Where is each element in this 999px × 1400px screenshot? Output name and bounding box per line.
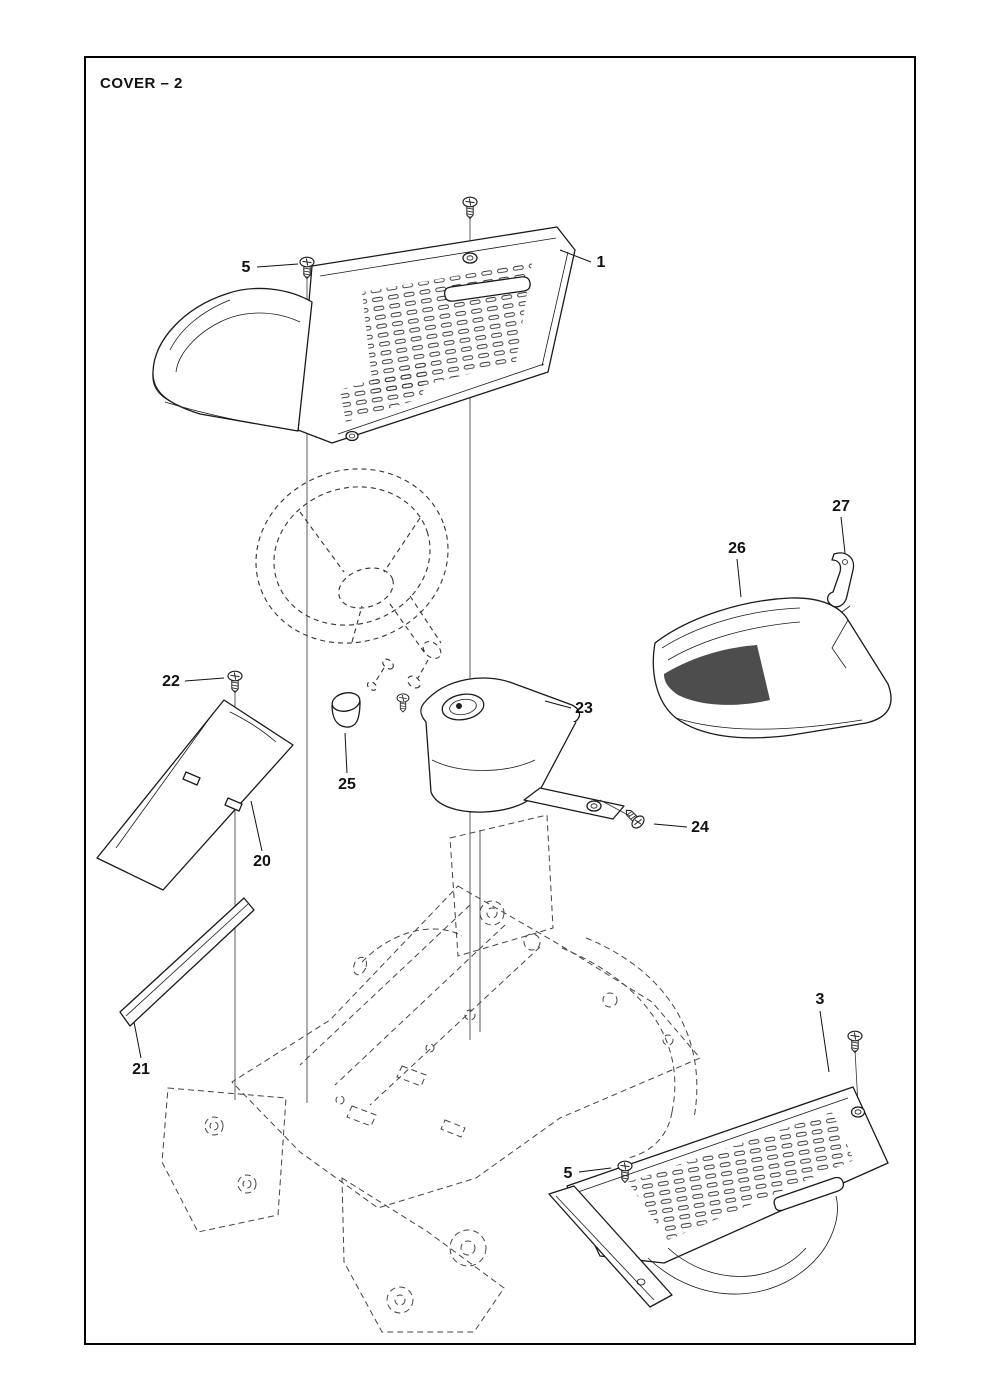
perforation-area	[628, 1112, 854, 1240]
mount-slot	[224, 797, 243, 812]
leader-lines	[133, 249, 846, 1173]
callout-25: 25	[338, 776, 356, 793]
page-border	[84, 56, 916, 1345]
callout-26: 26	[728, 540, 746, 557]
page-title: COVER – 2	[100, 75, 183, 92]
screw-top	[462, 196, 478, 220]
screw-hole	[636, 1278, 646, 1286]
chassis-frame-reference	[161, 814, 701, 1333]
edge-trim	[548, 1185, 673, 1308]
part-26-rear-cover	[652, 597, 892, 739]
handle-slot	[443, 276, 531, 302]
key-slot	[456, 703, 462, 709]
part-27-clip-bracket	[826, 552, 855, 613]
callout-22: 22	[162, 673, 180, 690]
fasteners	[227, 196, 863, 1184]
part-20-side-panel	[96, 699, 294, 891]
callout-23: 23	[575, 700, 593, 717]
callout-1: 1	[597, 254, 606, 271]
callout-labels: 5 1 22 25 20 21 23 24 26 27 3 5	[132, 254, 850, 1182]
screw-hole	[462, 252, 478, 264]
callout-5-top: 5	[242, 259, 251, 276]
screw-24	[620, 804, 647, 831]
part-23-console-cover	[420, 677, 625, 820]
callout-21: 21	[132, 1061, 150, 1078]
perforation-area	[362, 263, 532, 398]
handle-slot	[773, 1176, 845, 1212]
perforation-area-2	[340, 362, 428, 422]
callout-20: 20	[253, 853, 271, 870]
mount-slot	[182, 771, 201, 786]
part-21-trim-strip	[119, 897, 255, 1027]
screw-22	[227, 670, 243, 694]
steering-wheel-reference	[255, 468, 449, 691]
part-1-footrest-cover	[152, 226, 576, 444]
callout-5-bottom: 5	[564, 1165, 573, 1182]
recess-shadow	[664, 645, 770, 705]
part-25-cap	[331, 692, 361, 728]
screw-hole	[345, 430, 359, 442]
fender-dome	[152, 287, 313, 432]
screw-hole	[850, 1106, 866, 1118]
mount-flange	[523, 787, 625, 820]
screw-hole	[586, 800, 602, 812]
callout-3: 3	[816, 991, 825, 1008]
screw-console	[396, 693, 410, 713]
callout-27: 27	[832, 498, 850, 515]
callout-24: 24	[691, 819, 709, 836]
screw-3	[847, 1030, 863, 1054]
part-3-footrest-cover	[548, 1086, 889, 1308]
